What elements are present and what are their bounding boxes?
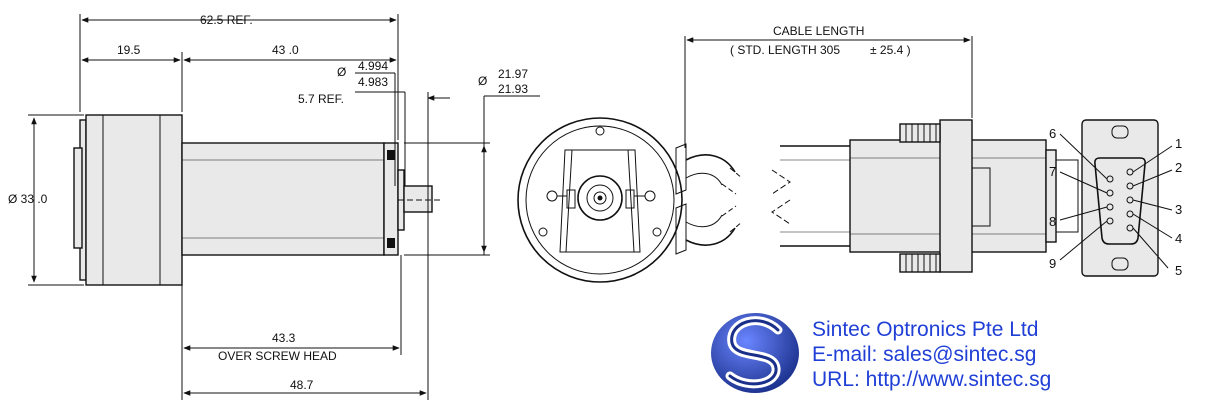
pilot-dia-max: 21.97 (498, 67, 528, 81)
dim-total-len: 48.7 (290, 378, 314, 392)
cable-clip-top (675, 143, 687, 195)
shaft (403, 185, 433, 213)
backshell (939, 119, 973, 273)
pin-label-6: 6 (1049, 126, 1056, 141)
company-url[interactable]: URL: http://www.sintec.sg (812, 368, 1051, 391)
company-email[interactable]: E-mail: sales@sintec.sg (812, 343, 1036, 366)
encoder-body (181, 142, 385, 256)
front-outer-ring (517, 117, 683, 283)
dim-body-dia: Ø 33 .0 (8, 192, 48, 206)
dim-cap: 19.5 (117, 43, 141, 57)
dim-overall: 62.5 REF. (200, 13, 253, 27)
cable-std-length: ( STD. LENGTH 305 (730, 43, 840, 57)
pilot-dia-min: 21.93 (498, 82, 528, 96)
clamp-plate (559, 149, 641, 253)
pin-label-5: 5 (1175, 263, 1182, 278)
cable-length-title: CABLE LENGTH (773, 24, 864, 38)
pin-label-3: 3 (1175, 202, 1182, 217)
dim-shaft-len: 5.7 REF. (298, 92, 344, 106)
cable-tolerance: ± 25.4 ) (870, 43, 911, 57)
cable-view: CABLE LENGTH ( STD. LENGTH 305 ± 25.4 ) (684, 24, 1079, 273)
company-block: Sintec Optronics Pte Ltd E-mail: sales@s… (711, 313, 1051, 393)
pin-label-7: 7 (1049, 164, 1056, 179)
shaft-dia-max: 4.994 (358, 59, 388, 73)
company-name: Sintec Optronics Pte Ltd (812, 318, 1038, 341)
shaft-dia-min: 4.983 (358, 75, 388, 89)
pilot-dia-symbol: Ø (478, 74, 487, 88)
dim-body: 43 .0 (272, 43, 299, 57)
pin-label-9: 9 (1049, 256, 1056, 271)
dim-over-screw-value: 43.3 (272, 331, 296, 345)
cover-cap (85, 114, 183, 286)
pin-label-2: 2 (1175, 160, 1182, 175)
sintec-logo-icon (711, 313, 799, 393)
hub-outer (577, 175, 623, 221)
front-view (517, 117, 743, 283)
side-view: 62.5 REF. 19.5 43 .0 Ø 4.994 4.983 5.7 R… (8, 13, 540, 400)
pin-label-8: 8 (1049, 214, 1056, 229)
db9-plate (1081, 119, 1159, 277)
dim-over-screw-label: OVER SCREW HEAD (218, 349, 337, 363)
db9-shell (1094, 157, 1146, 245)
pin-label-4: 4 (1175, 231, 1182, 246)
db9-connector-face: 1 2 3 4 5 6 7 8 9 (1049, 119, 1182, 278)
shaft-dia-symbol: Ø (337, 65, 346, 79)
pin-label-1: 1 (1175, 136, 1182, 151)
cable-clip-bottom (675, 203, 687, 255)
cover-tab (73, 147, 83, 249)
front-inner-ring (525, 125, 675, 275)
